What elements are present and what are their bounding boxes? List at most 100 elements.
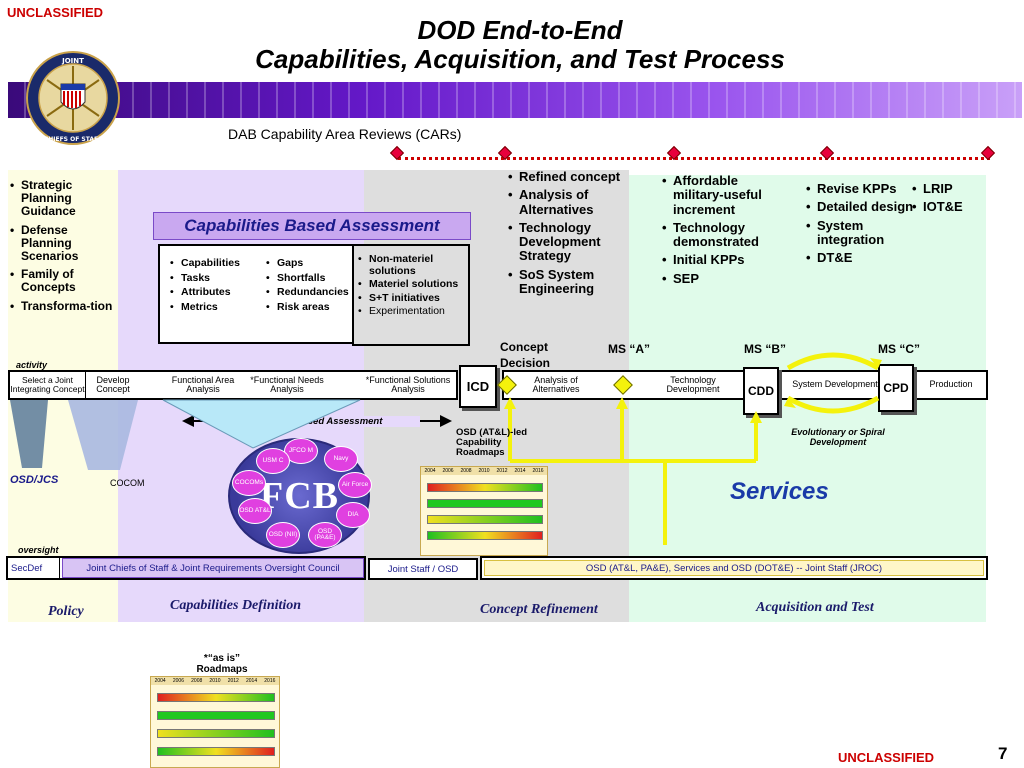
process-td: Technology Development (648, 372, 738, 398)
ms-c-label: MS “C” (878, 342, 920, 356)
roadmap-year-header: 2004 2006 2008 2010 2012 2014 2016 (421, 467, 547, 475)
sysdev-bullet: System integration (806, 218, 916, 248)
roadmap-year: 2008 (191, 678, 203, 684)
page-title: DOD End-to-End Capabilities, Acquisition… (0, 16, 1024, 74)
roadmap-year: 2014 (514, 468, 526, 474)
cba-item: Non-materiel solutions (358, 253, 468, 277)
policy-bullet: Family of Concepts (10, 267, 114, 294)
concept-bullet: SoS System Engineering (508, 267, 628, 297)
roadmap-year: 2006 (172, 678, 184, 684)
title-line-1: DOD End-to-End (417, 15, 623, 45)
process-fsa: *Functional Solutions Analysis (360, 372, 456, 398)
roadmap-bar (157, 693, 275, 702)
cba-arrow-label: Capability Based Assessment (210, 416, 420, 427)
prod-bullet: IOT&E (912, 199, 984, 214)
roadmap-year: 2010 (209, 678, 221, 684)
roadmap-year: 2008 (460, 468, 472, 474)
cba-item: Capabilities (170, 257, 262, 270)
cba-col3: Non-materiel solutions Materiel solution… (358, 253, 468, 318)
sysdev-bullet: DT&E (806, 250, 916, 265)
oversight-bar-right: OSD (AT&L, PA&E), Services and OSD (DOT&… (480, 556, 988, 580)
roadmap-bar (427, 515, 543, 524)
roadmap-bar (427, 483, 543, 492)
prod-bullets: LRIP IOT&E (912, 181, 984, 215)
roadmap-year: 2016 (264, 678, 276, 684)
fcb-petal: JFCO M (284, 438, 318, 464)
process-production: Production (918, 372, 984, 398)
dab-dotted-line (398, 157, 990, 160)
policy-bullet: Defense Planning Scenarios (10, 223, 114, 264)
oversight-secdef: SecDef (8, 558, 60, 578)
policy-bullets: Strategic Planning Guidance Defense Plan… (10, 178, 114, 313)
cba-title: Capabilities Based Assessment (153, 212, 471, 240)
fcb-label: FCB (260, 475, 339, 517)
evolutionary-label: Evolutionary or Spiral Development (791, 427, 885, 447)
osd-roadmap-chart: 2004 2006 2008 2010 2012 2014 2016 (420, 466, 548, 556)
roadmap-year: 2004 (154, 678, 166, 684)
fcb-petal: Navy (324, 446, 358, 472)
roadmap-year: 2012 (496, 468, 508, 474)
concept-bullet: Analysis of Alternatives (508, 188, 628, 217)
concept-bullet: Technology Development Strategy (508, 220, 628, 264)
concept-decision-label: Concept Decision (500, 340, 551, 370)
roadmap-year: 2014 (245, 678, 258, 684)
classification-bottom: UNCLASSIFIED (838, 750, 935, 765)
cba-item: Materiel solutions (358, 279, 468, 291)
classification-top: UNCLASSIFIED (7, 5, 104, 20)
fcb-petal: Air Force (338, 472, 372, 498)
cba-item: Tasks (170, 272, 262, 285)
cpd-doc-icon: CPD (878, 364, 914, 412)
cdd-doc-icon: CDD (743, 367, 779, 415)
policy-bullet: Transforma-tion (10, 299, 114, 313)
oversight-label: oversight (18, 545, 59, 555)
roadmap-year: 2006 (442, 468, 454, 474)
process-fna: *Functional Needs Analysis (244, 372, 330, 398)
fcb-petal: OSD (NII) (266, 522, 300, 548)
ms-b-label: MS “B” (744, 342, 786, 356)
process-develop: Develop Concept (88, 372, 138, 398)
roadmap-bar (427, 531, 543, 540)
phase-policy: Policy (48, 604, 84, 619)
fcb-flower: FCB JFCO M USM C Navy COCOMs Air Force O… (228, 438, 372, 554)
fcb-petal: COCOMs (232, 470, 266, 496)
cocom-label: COCOM (110, 478, 145, 488)
ms-a-label: MS “A” (608, 342, 650, 356)
acq-bullets: Affordable military-useful increment Tec… (662, 173, 792, 286)
fcb-petal: OSD (PA&E) (308, 522, 342, 548)
roadmap-year: 2012 (227, 678, 239, 684)
svg-text:JOINT: JOINT (61, 57, 84, 65)
concept-bullet: Refined concept (508, 169, 628, 184)
as-is-line1: *“as is” (203, 653, 241, 664)
title-line-2: Capabilities, Acquisition, and Test Proc… (255, 44, 785, 74)
fcb-petal: USM C (256, 448, 290, 474)
policy-bullet: Strategic Planning Guidance (10, 178, 114, 219)
process-select: Select a Joint Integrating Concept (10, 372, 86, 398)
roadmap-bar (157, 747, 275, 756)
cba-item: Experimentation (358, 306, 468, 318)
oversight-jcs: Joint Chiefs of Staff & Joint Requiremen… (62, 558, 364, 578)
roadmap-bar (157, 729, 275, 738)
phase-concept: Concept Refinement (480, 602, 598, 617)
cba-item: Shortfalls (266, 272, 366, 285)
roadmap-bar (157, 711, 275, 720)
cba-col1: Capabilities Tasks Attributes Metrics (170, 257, 262, 313)
fcb-petal: DIA (336, 502, 370, 528)
services-label: Services (730, 478, 829, 505)
sysdev-bullet: Revise KPPs (806, 181, 916, 196)
cba-item: Attributes (170, 287, 262, 299)
acq-bullet: Technology demonstrated (662, 220, 792, 250)
process-faa: Functional Area Analysis (166, 372, 240, 398)
sysdev-bullet: Detailed design (806, 199, 916, 214)
icd-doc-icon: ICD (459, 365, 497, 408)
phase-acq: Acquisition and Test (756, 600, 874, 615)
cba-item: Gaps (266, 257, 366, 270)
cba-item: S+T initiatives (358, 292, 468, 305)
cba-col2: Gaps Shortfalls Redundancies Risk areas (266, 257, 366, 313)
acq-bullet: Initial KPPs (662, 253, 792, 268)
concept-bullets: Refined concept Analysis of Alternatives… (508, 169, 628, 297)
cba-solutions-box: Non-materiel solutions Materiel solution… (352, 244, 470, 346)
sysdev-bullets: Revise KPPs Detailed design System integ… (806, 181, 916, 266)
oversight-js-osd: Joint Staff / OSD (368, 558, 478, 580)
jcs-seal-icon: JOINT CHIEFS OF STAFF (25, 50, 121, 146)
osd-roadmaps-label: OSD (AT&L)-led Capability Roadmaps (456, 427, 528, 458)
